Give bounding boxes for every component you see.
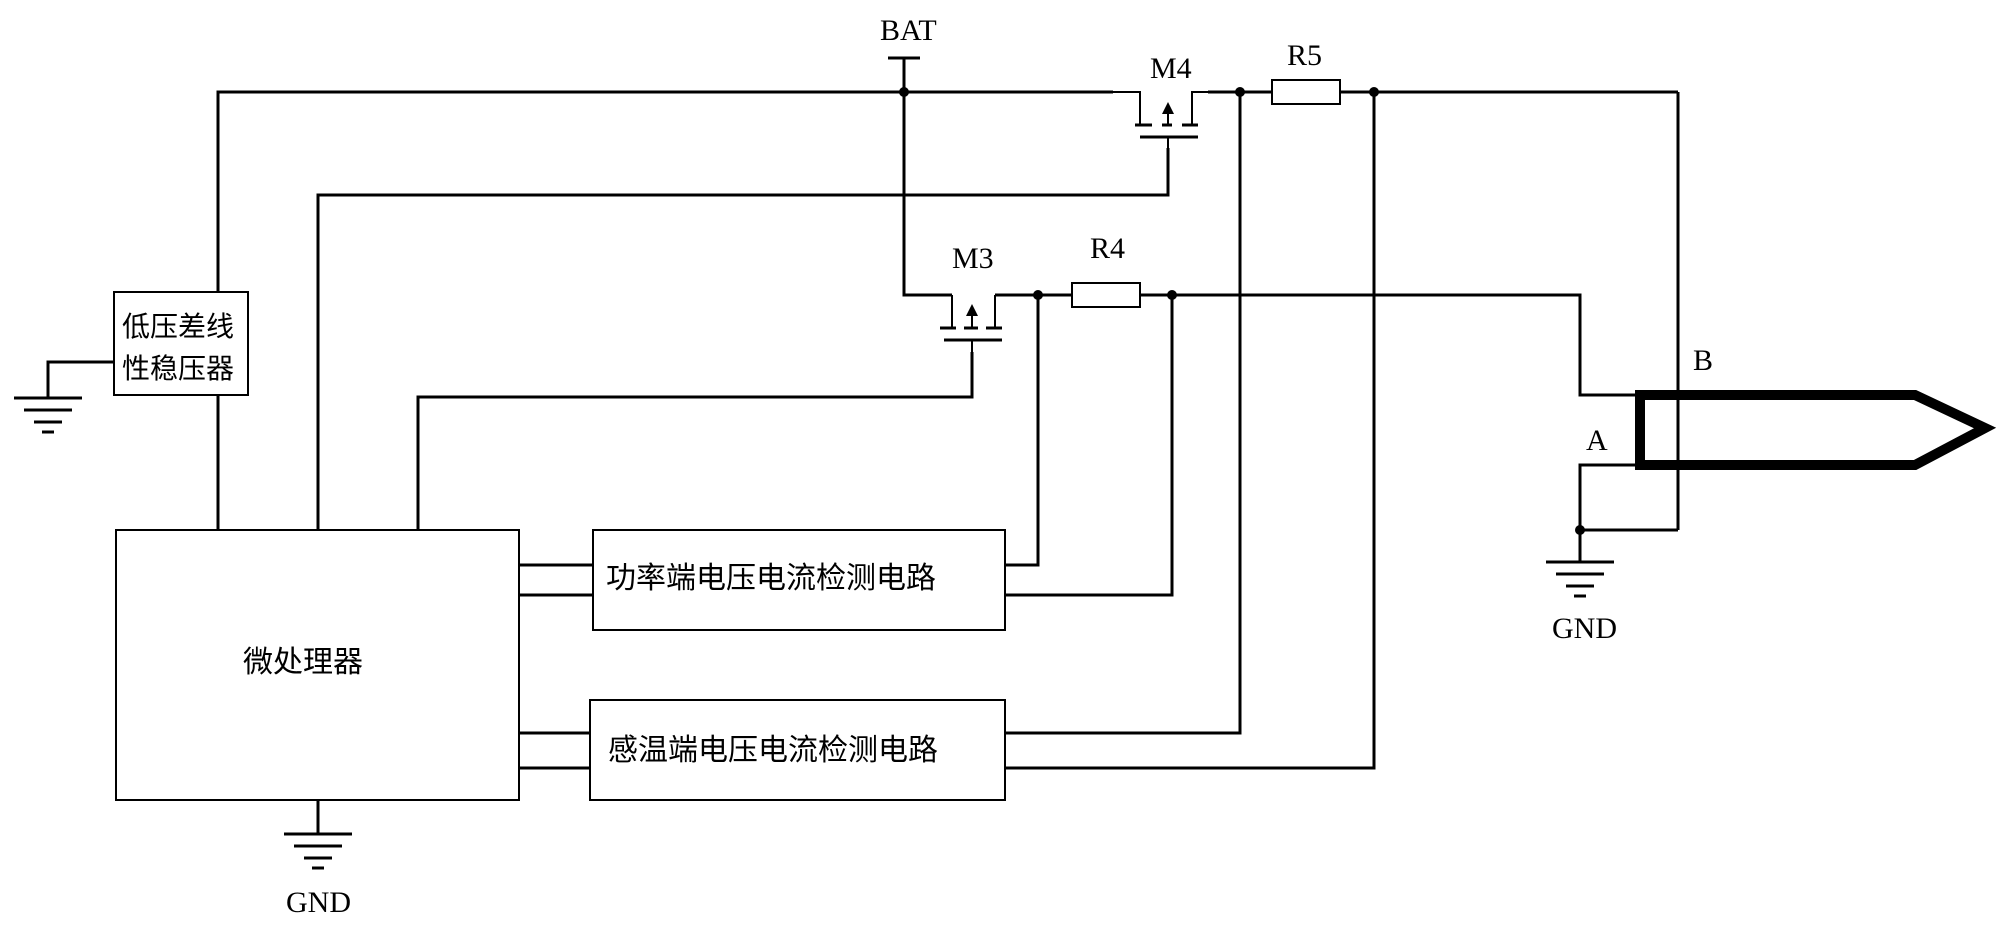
m3-label: M3 [952,242,994,275]
top-rail [216,90,1680,530]
r5-tap-left-wire [1005,92,1242,735]
r4-label: R4 [1090,232,1125,265]
probe-tip: B A [1586,344,1997,470]
ldo-ground-symbol [14,360,114,434]
r4-path: R4 [995,232,1640,397]
r5-resistor: R5 [1271,39,1341,105]
bat-terminal: BAT [880,14,937,92]
bat-to-m3-wire [902,92,952,297]
ldo-label-line2: 性稳压器 [122,352,234,385]
r5-tap-right-wire [1005,92,1376,770]
power-detect-label: 功率端电压电流检测电路 [606,561,936,596]
ldo-regulator-block: 低压差线 性稳压器 [113,291,249,396]
mcu-gnd-label: GND [286,886,351,919]
node-b-label: B [1693,344,1713,377]
m4-gate-wire [316,148,1170,530]
temp-detect-block: 感温端电压电流检测电路 [589,699,1006,801]
temp-detect-label: 感温端电压电流检测电路 [608,733,938,768]
r5-label: R5 [1287,39,1322,72]
mcu-ground-symbol: GND [284,800,352,919]
r4-tap-left-wire [1005,295,1040,567]
m3-gate-wire [416,352,974,530]
r4-tap-right-wire [1005,295,1174,597]
power-detect-block: 功率端电压电流检测电路 [592,529,1006,631]
m4-mosfet: M4 [1113,52,1208,148]
junction-dots [899,87,1585,535]
bat-label: BAT [880,14,937,47]
microprocessor-block: 微处理器 [115,529,520,801]
m4-label: M4 [1150,52,1192,85]
probe-gnd-label: GND [1552,612,1617,645]
ldo-label-line1: 低压差线 [122,310,234,343]
node-a-ground-path: GND [1546,463,1678,645]
m3-mosfet: M3 [940,242,1002,352]
node-a-label: A [1586,424,1608,457]
mcu-label: 微处理器 [243,645,363,680]
